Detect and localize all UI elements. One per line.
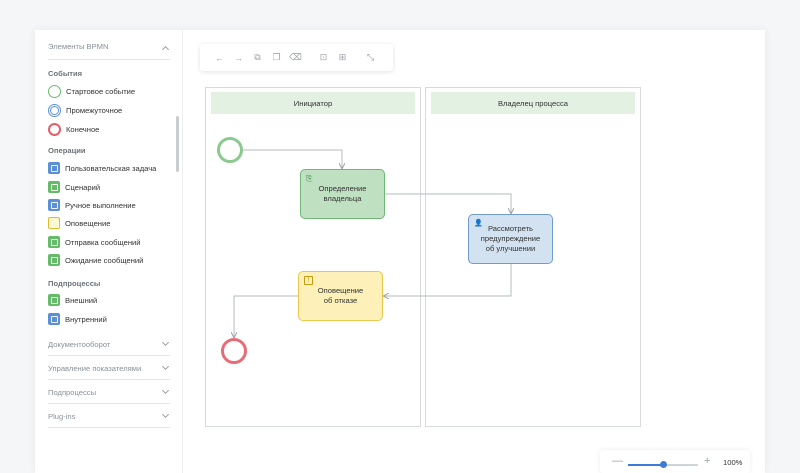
palette-item-intermediate-event[interactable]: Промежуточное [48,103,173,117]
lane-header: Владелец процесса [431,92,635,114]
end-event[interactable] [221,338,247,364]
sidebar-scrollbar[interactable] [176,116,179,172]
section-label: Управление показателями [48,364,142,373]
section-plugins[interactable]: Plug-ins [48,406,170,428]
palette-item-manual-task[interactable]: Ручное выполнение [48,198,173,212]
zoom-slider-fill [628,464,663,466]
section-label: Документооборот [48,340,111,349]
script-task-icon: ⎘ [306,174,313,183]
palette-item-end-event[interactable]: Конечное [48,122,173,136]
copy-button[interactable]: ⧉ [254,52,261,62]
palette-item-user-task[interactable]: Пользовательская задача [48,161,173,175]
section-document-flow[interactable]: Документооборот [48,334,170,356]
chevron-down-icon [161,338,170,347]
palette-item-label: Промежуточное [66,105,123,115]
section-subprocesses[interactable]: Подпроцессы [48,382,170,404]
external-subprocess-icon [48,294,60,306]
palette-item-label: Конечное [66,124,100,134]
end-event-icon [48,122,61,136]
user-task-icon: 👤 [474,220,483,227]
zoom-slider-handle[interactable] [659,461,667,468]
user-task-icon [48,162,60,174]
send-message-icon [48,236,60,248]
zoom-level: 100% [723,458,743,467]
palette-item-label: Оповещение [65,218,111,228]
lane-initiator[interactable]: Инициатор [205,87,421,427]
sidebar-header-label: Элементы BPMN [48,42,109,51]
group-title-operations: Операции [48,146,86,155]
notification-icon [48,217,60,229]
chevron-down-icon [161,362,170,371]
chevron-down-icon [161,410,170,419]
redo-button[interactable]: → [234,52,243,63]
start-event-icon [48,84,61,98]
delete-button[interactable]: ⌫ [289,52,302,62]
intermediate-event-icon [48,103,61,117]
section-label: Plug-ins [48,412,76,421]
palette-item-internal-subprocess[interactable]: Внутренний [48,312,173,326]
zoom-control: — + 100% [600,450,750,473]
palette-item-send-message[interactable]: Отправка сообщений [48,235,173,249]
palette-item-script-task[interactable]: Сценарий [48,180,173,194]
palette-item-label: Ручное выполнение [65,200,136,210]
section-label: Подпроцессы [48,388,97,397]
palette-item-label: Внутренний [65,314,107,324]
receive-message-icon [48,254,60,266]
import-button[interactable]: ⊞ [338,52,347,62]
group-title-subprocesses: Подпроцессы [48,279,101,288]
bpmn-elements-sidebar: Элементы BPMN События Стартовое событие … [35,30,183,473]
manual-task-icon [48,199,60,211]
paste-button[interactable]: ❐ [272,52,281,62]
palette-item-label: Пользовательская задача [65,163,157,173]
script-task-icon [48,181,60,193]
palette-item-label: Ожидание сообщений [65,255,144,265]
zoom-in-button[interactable]: + [704,455,711,467]
palette-item-external-subprocess[interactable]: Внешний [48,293,173,307]
zoom-slider-track[interactable] [628,461,698,468]
palette-item-label: Внешний [65,295,98,305]
zoom-out-button[interactable]: — [612,455,623,467]
palette-item-receive-message[interactable]: Ожидание сообщений [48,253,173,267]
start-event[interactable] [217,137,243,163]
sidebar-header[interactable]: Элементы BPMN [48,42,170,60]
section-kpi-management[interactable]: Управление показателями [48,358,170,380]
diagram-toolbar: ← → ⧉ ❐ ⌫ ⊡ ⊞ ⤡ [200,44,393,71]
undo-button[interactable]: ← [215,52,224,63]
lane-header: Инициатор [211,92,415,114]
chevron-up-icon [161,45,170,54]
palette-item-label: Сценарий [65,182,101,192]
palette-item-label: Отправка сообщений [65,237,141,247]
palette-item-notification[interactable]: Оповещение [48,216,173,230]
export-button[interactable]: ⊡ [319,52,328,62]
palette-item-start-event[interactable]: Стартовое событие [48,84,173,98]
chevron-down-icon [161,386,170,395]
palette-item-label: Стартовое событие [66,86,136,96]
internal-subprocess-icon [48,313,60,325]
group-title-events: События [48,69,83,78]
fullscreen-button[interactable]: ⤡ [366,52,375,62]
notification-icon: ! [304,276,313,285]
